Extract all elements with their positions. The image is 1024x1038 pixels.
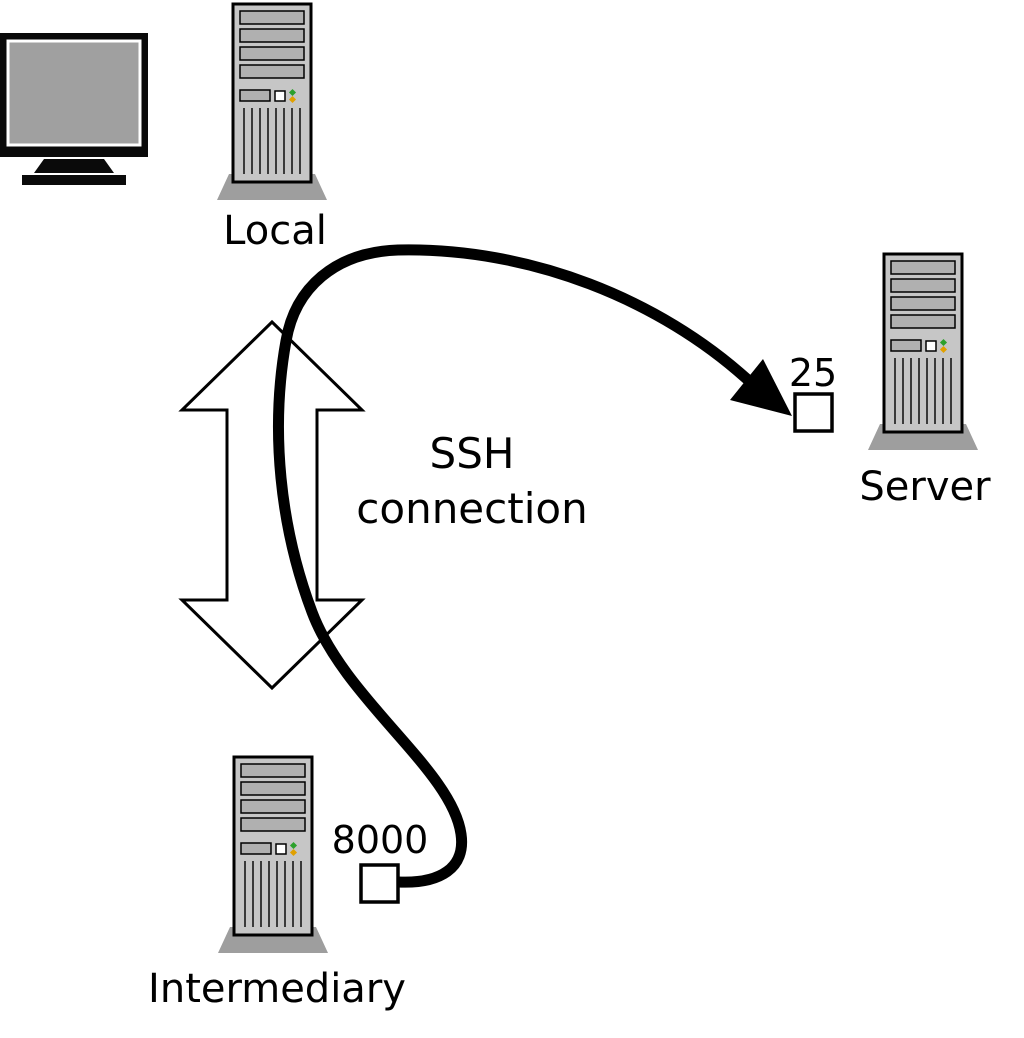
intermediary-computer-icon: [216, 755, 330, 955]
monitor-icon: [0, 33, 148, 185]
server-port-label: 25: [789, 351, 837, 395]
intermediary-port-square: [359, 863, 400, 904]
tunnel-arrowhead-icon: [730, 359, 792, 416]
ssh-connection-label-line2: connection: [356, 484, 587, 533]
intermediary-port-label: 8000: [332, 818, 429, 862]
intermediary-label: Intermediary: [148, 966, 406, 1012]
server-label: Server: [859, 464, 991, 510]
local-label: Local: [223, 208, 327, 254]
ssh-connection-arrow: [178, 319, 366, 691]
ssh-connection-label-line1: SSH: [430, 429, 515, 478]
tunnel-curve: [273, 244, 752, 888]
local-computer-icon: [215, 2, 329, 202]
server-port-square: [793, 392, 834, 433]
server-computer-icon: [866, 252, 980, 452]
